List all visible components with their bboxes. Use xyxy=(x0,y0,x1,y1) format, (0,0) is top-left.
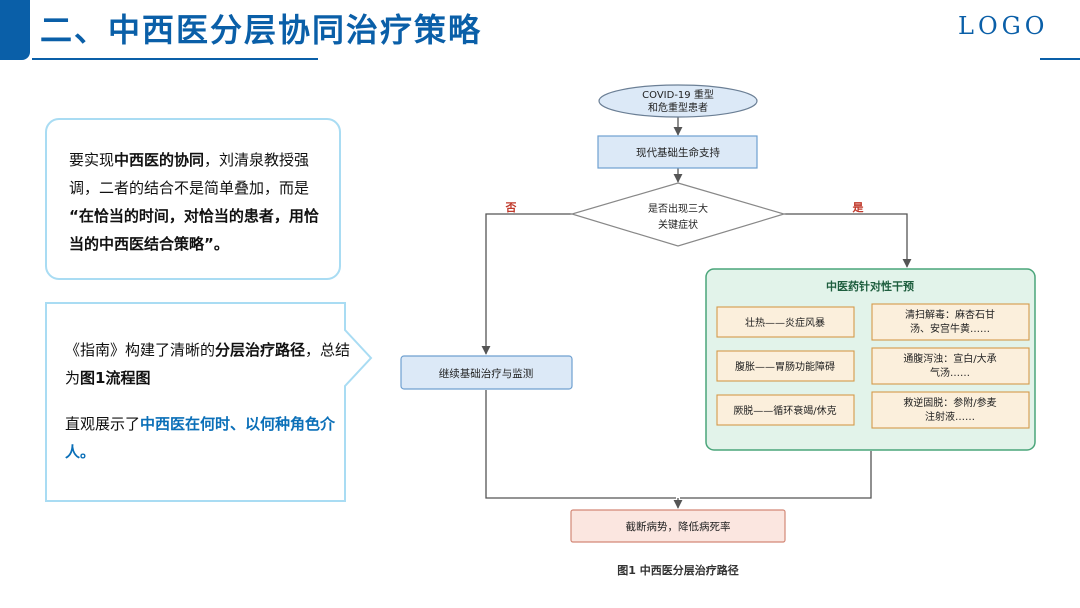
support-label: 现代基础生命支持 xyxy=(636,146,720,159)
end-label: 截断病势，降低病死率 xyxy=(626,520,731,533)
symptom-box-3 xyxy=(716,394,855,426)
quote-text-2: ，刘清泉教授强调，二者的结合不是简单叠加，而是 xyxy=(69,151,310,197)
quote-text-highlight: “在恰当的时间，对恰当的患者，用恰当的中西医结合策略”。 xyxy=(69,207,319,253)
treatment-box-2 xyxy=(871,347,1030,385)
start-node xyxy=(598,84,758,118)
callout-text-highlight: 中西医在何时、以何种角色介人。 xyxy=(65,415,336,461)
symptom-box-2 xyxy=(716,350,855,382)
callout-text-1: 《指南》构建了清晰的 xyxy=(65,341,216,359)
yes-label: 是 xyxy=(852,201,865,214)
callout-text-3: 直观展示了 xyxy=(65,415,141,433)
treatment-label-3b: 注射液…… xyxy=(925,410,975,423)
page-title: 二、中西医分层协同治疗策略 xyxy=(40,11,483,49)
treatment-label-2a: 通腹泻浊：宣白/大承 xyxy=(903,352,996,365)
end-node xyxy=(570,509,786,543)
flow-connectors xyxy=(481,117,912,509)
figure-caption: 图1 中西医分层治疗路径 xyxy=(617,564,739,577)
decision-label-2: 关键症状 xyxy=(658,218,698,231)
title-underline-right xyxy=(1040,58,1080,60)
callout-border xyxy=(45,302,373,502)
tcm-title: 中医药针对性干预 xyxy=(826,279,914,293)
callout-text-2: ，总结为 xyxy=(65,341,351,387)
continue-node xyxy=(400,355,573,390)
logo: LOGO xyxy=(958,12,1049,40)
quote-text-1: 要实现 xyxy=(69,151,115,169)
title-accent-bar xyxy=(0,0,30,60)
support-node xyxy=(597,135,758,169)
start-label-2: 和危重型患者 xyxy=(648,101,708,114)
quote-text-emphasis: 中西医的协同 xyxy=(114,151,205,169)
callout-text-emphasis-2: 图1流程图 xyxy=(80,369,151,387)
decision-node xyxy=(569,182,787,247)
treatment-box-3 xyxy=(871,391,1030,429)
no-label: 否 xyxy=(505,201,517,214)
start-label-1: COVID-19 重型 xyxy=(642,88,714,101)
callout-text: 《指南》构建了清晰的分层治疗路径，总结为图1流程图 直观展示了中西医在何时、以何… xyxy=(65,336,355,466)
treatment-box-1 xyxy=(871,303,1030,341)
callout-box: 《指南》构建了清晰的分层治疗路径，总结为图1流程图 直观展示了中西医在何时、以何… xyxy=(45,302,375,502)
treatment-label-2b: 气汤…… xyxy=(930,366,970,379)
quote-box: 要实现中西医的协同，刘清泉教授强调，二者的结合不是简单叠加，而是 “在恰当的时间，… xyxy=(45,118,341,280)
decision-label-1: 是否出现三大 xyxy=(648,202,708,215)
title-underline xyxy=(32,58,318,60)
treatment-label-1a: 清扫解毒：麻杏石甘 xyxy=(905,308,995,321)
symptom-label-2: 腹胀——胃肠功能障碍 xyxy=(735,360,835,373)
symptom-box-1 xyxy=(716,306,855,338)
treatment-label-3a: 救逆固脱：参附/参麦 xyxy=(903,396,996,409)
symptom-label-3: 厥脱——循环衰竭/休克 xyxy=(733,404,836,417)
callout-text-emphasis-1: 分层治疗路径 xyxy=(215,341,306,359)
continue-label: 继续基础治疗与监测 xyxy=(439,367,534,380)
symptom-label-1: 壮热——炎症风暴 xyxy=(745,316,825,329)
treatment-label-1b: 汤、安宫牛黄…… xyxy=(910,322,990,335)
